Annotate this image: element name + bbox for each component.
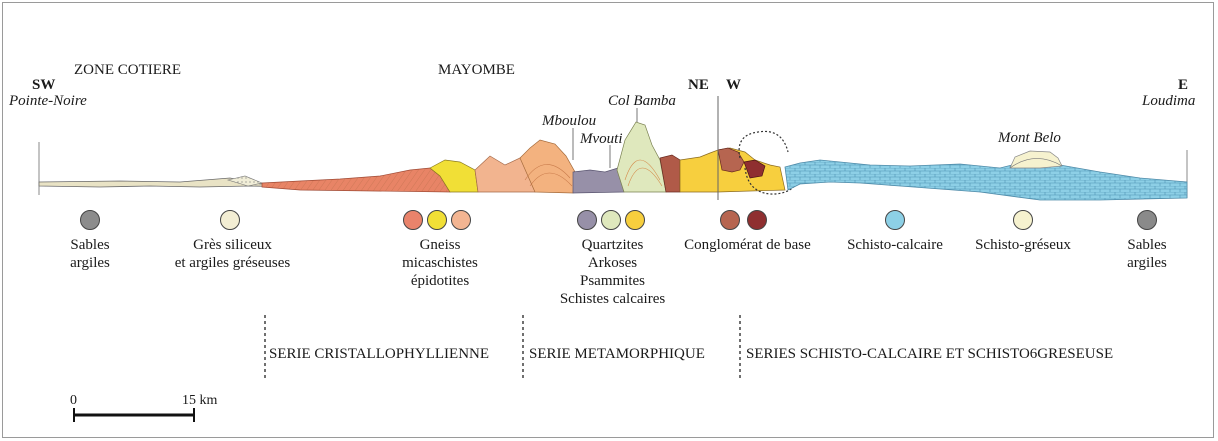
conglomerate-darkred [743,159,766,179]
orientation-ne: NE [688,77,709,93]
place-mvouti: Mvouti [580,131,623,147]
legend-swatch-quartzite-1 [577,210,597,230]
legend-swatch-sands-left [80,210,100,230]
legend-swatch-gneiss-1 [403,210,423,230]
legend-swatch-sands-right [1137,210,1157,230]
orientation-w: W [726,77,741,93]
conglomerate-brown [717,147,745,173]
mont-belo-cap [1009,150,1063,169]
quartzite-grey [572,167,625,194]
place-mboulou: Mboulou [542,113,597,129]
scale-end: 15 km [182,393,218,408]
scale-start: 0 [70,393,77,408]
mboulou-hill [519,139,576,194]
orientation-e: E [1178,77,1189,93]
place-mont-belo: Mont Belo [998,130,1061,146]
schisto-calcaire-body [784,159,1188,201]
legend-swatch-gres [220,210,240,230]
place-col-bamba: Col Bamba [608,93,676,109]
legend-swatch-schisto-greseux [1013,210,1033,230]
legend-label-conglomerat: Conglomérat de base [684,237,811,253]
legend-swatch-conglomerat-2 [747,210,767,230]
place-pointe-noire: Pointe-Noire [9,93,87,109]
legend-swatch-quartzite-2 [601,210,621,230]
legend-swatch-conglomerat-1 [720,210,740,230]
psammite-yellow [679,149,719,193]
legend-swatch-quartzite-3 [625,210,645,230]
col-bamba-arkose [616,121,667,193]
series-metamorphique: SERIE METAMORPHIQUE [529,346,705,362]
place-loudima: Loudima [1142,93,1196,109]
legend-swatch-schisto-calcaire [885,210,905,230]
orientation-sw: SW [32,77,56,93]
zone-cotiere-label: ZONE COTIERE [74,62,182,78]
legend-label-schisto-greseux: Schisto-gréseux [975,237,1071,253]
legend-swatch-gneiss-3 [451,210,471,230]
legend-swatch-gneiss-2 [427,210,447,230]
gneiss-hatch [262,168,450,192]
mayombe-label: MAYOMBE [438,62,515,78]
series-cristallophyllienne: SERIE CRISTALLOPHYLLIENNE [269,346,490,362]
legend-label-schisto-calcaire: Schisto-calcaire [847,237,943,253]
series-schisto: SERIES SCHISTO-CALCAIRE ET SCHISTO6GRESE… [746,346,1114,362]
